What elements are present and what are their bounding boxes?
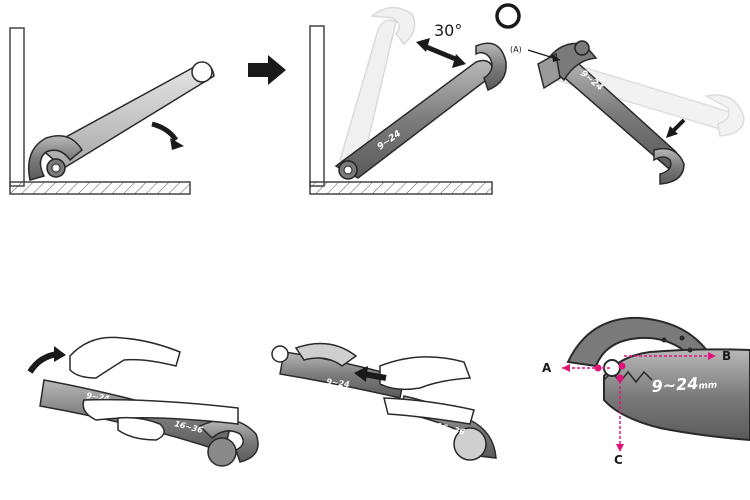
floor xyxy=(9,181,191,195)
curved-arrow-icon xyxy=(151,121,179,142)
wrench-head xyxy=(28,135,83,181)
label-c: C xyxy=(614,453,623,467)
double-arrow-icon xyxy=(416,38,466,68)
wall xyxy=(9,27,25,187)
wrench-ghost-position xyxy=(339,6,416,167)
wrench-2: 9~24 xyxy=(334,42,507,180)
label-a: A xyxy=(542,361,552,375)
panel-step-2: 9~24 30° xyxy=(309,3,521,195)
hand-right xyxy=(379,356,475,425)
hang-hole xyxy=(191,61,213,83)
marker-b xyxy=(618,362,626,370)
o-ring-icon xyxy=(495,3,521,29)
wrench-jaw xyxy=(653,147,685,185)
wrench-3: 9~24 xyxy=(537,40,685,185)
jaw-detail: 9~24mm xyxy=(566,316,750,442)
wrench-1 xyxy=(28,61,215,181)
label-b: B xyxy=(722,349,731,363)
callout-label-a: (A) xyxy=(510,45,522,54)
gear-icon xyxy=(207,437,237,467)
wall xyxy=(309,25,325,187)
panel-step-5: 9~24 16~36 xyxy=(271,342,497,461)
push-arrow-icon xyxy=(354,366,387,382)
push-arrow-icon xyxy=(666,118,686,138)
hang-hole xyxy=(271,345,289,363)
gear-icon xyxy=(453,427,487,461)
marker-a xyxy=(594,364,602,372)
panel-detail-abc: 9~24mm A B C xyxy=(542,316,750,467)
floor xyxy=(309,181,493,195)
size-imprint: 9~24 xyxy=(326,377,351,389)
panel-step-1 xyxy=(9,27,215,195)
panel-step-4: 9~24 16~36 xyxy=(27,336,259,467)
right-arrow-icon xyxy=(248,55,286,85)
wrench-jaw xyxy=(475,42,507,91)
wrench-ghost-position xyxy=(555,59,745,137)
marker-c xyxy=(616,374,624,382)
wrench-head xyxy=(294,342,358,367)
angle-label: 30° xyxy=(434,21,462,40)
nut xyxy=(574,40,590,56)
size-imprint-detail: 9~24mm xyxy=(651,372,718,396)
curved-arrow-icon xyxy=(27,346,66,374)
wrench-jaw xyxy=(198,418,259,463)
hand-left xyxy=(69,336,239,441)
panel-step-3: 9~24 (A) xyxy=(510,40,745,185)
jaw-body xyxy=(603,348,750,442)
measure-lines xyxy=(562,352,716,452)
arrowhead xyxy=(170,138,184,150)
